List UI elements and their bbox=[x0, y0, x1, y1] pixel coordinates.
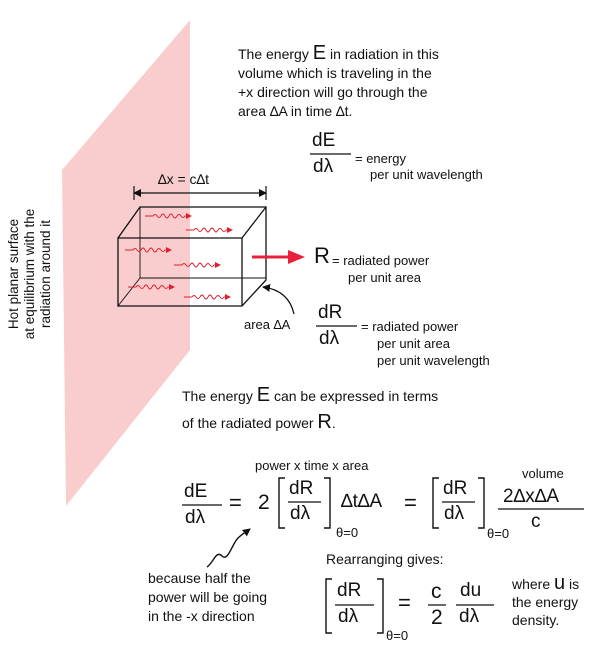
dE-desc-2: per unit wavelength bbox=[370, 167, 483, 182]
R-symbol: R bbox=[314, 243, 330, 268]
eq2-c-num: c bbox=[431, 580, 442, 603]
volume-box bbox=[117, 206, 267, 307]
power-time-area-annotation: power x time x area bbox=[255, 458, 369, 473]
express-text: The energy E can be expressed in terms o… bbox=[182, 384, 439, 433]
half-power-note: because half the power will be going in … bbox=[148, 570, 268, 624]
eq2-du-den: dλ bbox=[459, 606, 480, 627]
dE-numerator: dE bbox=[312, 130, 336, 151]
wave-packet bbox=[174, 262, 221, 268]
eq2-du-num: du bbox=[460, 580, 482, 601]
wave-packet bbox=[125, 247, 172, 253]
area-label: area ∆A bbox=[244, 317, 291, 332]
bracket-left bbox=[432, 477, 439, 529]
wave-packet bbox=[184, 294, 231, 300]
bracket-left bbox=[278, 477, 285, 529]
dR-numerator: dR bbox=[318, 302, 343, 323]
bracket-right bbox=[377, 578, 384, 634]
R-desc-2: per unit area bbox=[348, 270, 421, 285]
dR-denominator: dλ bbox=[319, 328, 340, 349]
hot-planar-surface bbox=[62, 20, 190, 506]
eq1-lhs-num: dE bbox=[184, 481, 208, 502]
rearranging-label: Rearranging gives: bbox=[326, 551, 444, 567]
intro-text: The energy E in radiation in this volume… bbox=[238, 42, 439, 119]
dE-desc-1: = energy bbox=[355, 151, 406, 166]
eq2-bracket-den: dλ bbox=[338, 606, 359, 627]
eq2-bracket-num: dR bbox=[337, 580, 362, 601]
caption-line: Hot planar surface bbox=[6, 218, 21, 330]
volume-label: volume bbox=[522, 466, 564, 481]
eq1-lhs-den: dλ bbox=[185, 507, 206, 528]
bracket-left bbox=[325, 578, 332, 634]
eq1-equals-2: = bbox=[404, 490, 417, 515]
where-u-text: where u is the energy density. bbox=[512, 572, 580, 628]
dR-desc-3: per unit wavelength bbox=[377, 353, 490, 368]
eq1-mid-term: ∆t∆A bbox=[341, 491, 383, 512]
eq1-bracket2-den: dλ bbox=[444, 503, 465, 524]
bracket-right bbox=[324, 477, 331, 529]
area-pointer-arrow bbox=[262, 283, 295, 315]
eq1-sub-theta: θ=0 bbox=[336, 525, 359, 540]
eq1-frac-num: 2∆x∆A bbox=[503, 486, 559, 507]
dR-desc-2: per unit area bbox=[377, 336, 450, 351]
eq2-equals: = bbox=[398, 590, 411, 615]
dR-desc-1: = radiated power bbox=[361, 319, 459, 334]
wave-packet bbox=[128, 284, 175, 290]
R-desc-1: = radiated power bbox=[332, 253, 430, 268]
radiated-power-arrowhead bbox=[288, 250, 305, 264]
eq1-equals: = bbox=[229, 490, 242, 515]
dE-denominator: dλ bbox=[313, 156, 334, 177]
eq1-bracket-num: dR bbox=[289, 478, 314, 499]
wave-packet bbox=[186, 227, 233, 233]
eq1-frac-den: c bbox=[531, 511, 541, 532]
eq2-two-den: 2 bbox=[431, 606, 443, 629]
bracket-right bbox=[478, 477, 485, 529]
eq1-bracket-den: dλ bbox=[290, 503, 311, 524]
caption-line: radiation around it bbox=[38, 219, 53, 329]
surface-caption: Hot planar surface at equilibrium with t… bbox=[6, 176, 54, 372]
note-pointer-squiggle bbox=[206, 528, 251, 568]
wave-packet bbox=[145, 213, 192, 219]
delta-x-label: ∆x = c∆t bbox=[158, 171, 209, 187]
energy-symbol: E bbox=[312, 42, 327, 64]
u-symbol: u bbox=[554, 572, 566, 594]
caption-line: at equilibrium with the bbox=[22, 208, 37, 340]
eq1-factor-two: 2 bbox=[258, 491, 270, 514]
eq1-sub-theta-2: θ=0 bbox=[487, 526, 510, 541]
eq2-sub-theta: θ=0 bbox=[386, 628, 409, 643]
eq1-bracket2-num: dR bbox=[443, 478, 468, 499]
